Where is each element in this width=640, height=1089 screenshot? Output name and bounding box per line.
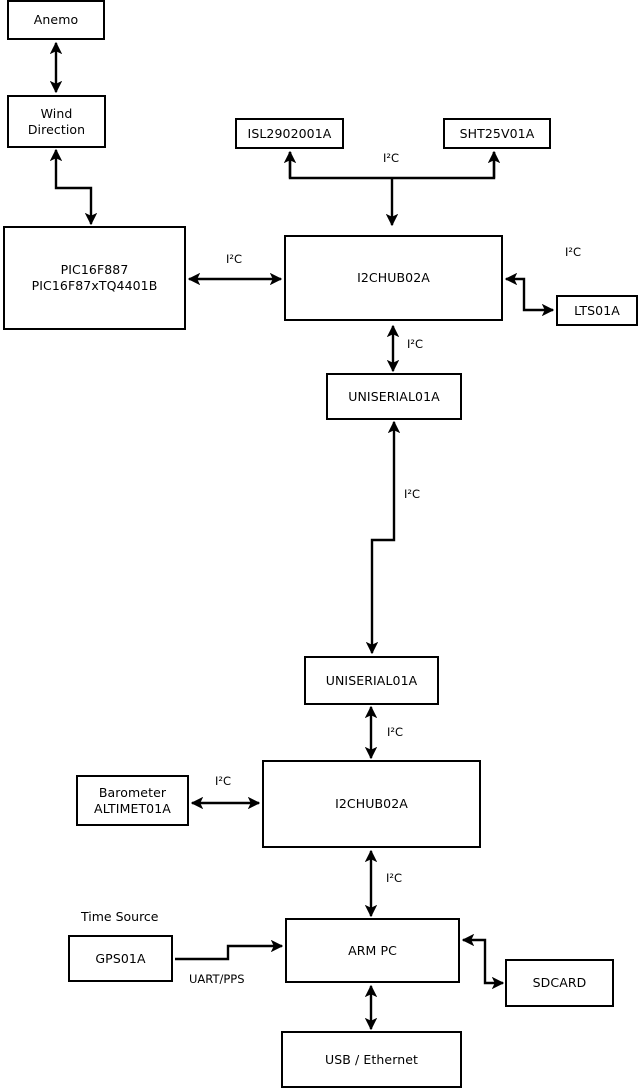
wire-label-i2c-hub2-armpc: I²C — [386, 871, 403, 885]
wire-uniserial-link — [365, 420, 401, 655]
label-time-source: Time Source — [81, 909, 159, 924]
node-usb-ethernet-label: USB / Ethernet — [324, 1051, 419, 1067]
node-sht25v01a-label: SHT25V01A — [459, 125, 535, 141]
node-wind-direction[interactable]: Wind Direction — [7, 95, 106, 148]
node-uniserial01a-top[interactable]: UNISERIAL01A — [326, 373, 462, 420]
node-lts01a-label: LTS01A — [574, 302, 620, 318]
node-sdcard-label: SDCARD — [532, 975, 587, 991]
wire-hub-lts — [504, 272, 555, 317]
wire-wind-pic — [49, 148, 98, 226]
node-isl2902001a-label: ISL2902001A — [247, 125, 332, 141]
wire-label-i2c-baro-hub2: I²C — [215, 774, 232, 788]
node-i2chub02a-bottom-label: I2CHUB02A — [335, 796, 408, 812]
node-arm-pc-label: ARM PC — [348, 942, 397, 958]
node-i2chub02a-bottom[interactable]: I2CHUB02A — [262, 760, 481, 848]
node-sdcard[interactable]: SDCARD — [505, 959, 614, 1007]
node-uniserial01a-bottom[interactable]: UNISERIAL01A — [304, 656, 439, 705]
node-lts01a[interactable]: LTS01A — [556, 295, 638, 326]
node-uniserial01a-bottom-label: UNISERIAL01A — [325, 672, 418, 688]
node-pic-mcu[interactable]: PIC16F887 PIC16F87xTQ4401B — [3, 226, 186, 330]
wire-armpc-sdcard — [461, 933, 505, 990]
node-sht25v01a[interactable]: SHT25V01A — [443, 118, 551, 149]
node-usb-ethernet[interactable]: USB / Ethernet — [281, 1031, 462, 1088]
node-barometer[interactable]: Barometer ALTIMET01A — [76, 775, 189, 826]
node-arm-pc[interactable]: ARM PC — [285, 918, 460, 983]
node-gps01a[interactable]: GPS01A — [68, 935, 173, 982]
node-isl2902001a[interactable]: ISL2902001A — [235, 118, 344, 149]
node-wind-direction-label: Wind Direction — [27, 105, 86, 137]
wire-label-i2c-hub-uniserial: I²C — [407, 337, 424, 351]
wire-label-i2c-uniserial-hub2: I²C — [387, 725, 404, 739]
node-barometer-label: Barometer ALTIMET01A — [94, 784, 171, 816]
node-gps01a-label: GPS01A — [95, 950, 146, 966]
wire-label-i2c-uniserial-link: I²C — [404, 487, 421, 501]
wire-label-i2c-hub-lts: I²C — [565, 245, 582, 259]
node-anemo[interactable]: Anemo — [7, 0, 105, 40]
wire-label-uart-pps: UART/PPS — [189, 972, 245, 986]
node-i2chub02a-top-label: I2CHUB02A — [357, 270, 430, 286]
wire-gps-armpc — [175, 939, 284, 961]
node-anemo-label: Anemo — [33, 12, 79, 28]
wire-label-i2c-pic-hub: I²C — [226, 252, 243, 266]
node-uniserial01a-top-label: UNISERIAL01A — [348, 388, 440, 404]
node-pic-mcu-label: PIC16F887 PIC16F87xTQ4401B — [31, 262, 158, 293]
node-i2chub02a-top[interactable]: I2CHUB02A — [284, 235, 503, 321]
wire-label-i2c-sensors-hub: I²C — [383, 151, 400, 165]
